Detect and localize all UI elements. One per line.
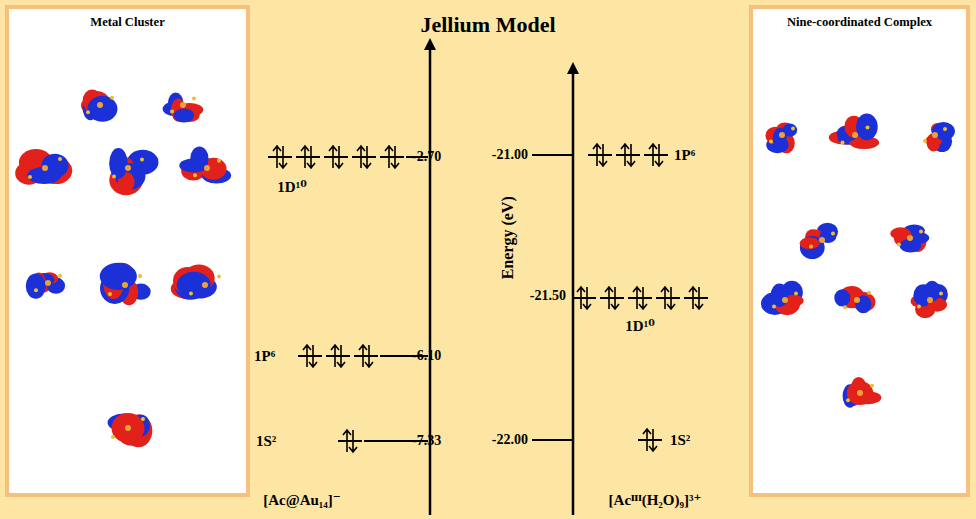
electron-pair bbox=[298, 345, 322, 367]
panel-heading: Nine-coordinated Complex bbox=[753, 9, 966, 30]
electron-pair bbox=[644, 144, 668, 166]
electron-pair bbox=[638, 429, 662, 451]
electron-pair bbox=[268, 146, 292, 168]
orbital-isosurface bbox=[163, 93, 204, 123]
energy-value: -7.33 bbox=[412, 433, 441, 448]
orbital-isosurface bbox=[890, 224, 929, 252]
energy-value: -6.10 bbox=[412, 348, 441, 363]
electron-pair bbox=[616, 144, 640, 166]
orbital-isosurface bbox=[179, 146, 231, 183]
electron-pair bbox=[684, 287, 708, 309]
level-label: 1S² bbox=[670, 432, 690, 449]
electron-pair bbox=[338, 430, 362, 452]
orbital-isosurface bbox=[843, 377, 882, 408]
electron-pair bbox=[588, 144, 612, 166]
axis-title: Energy (eV) bbox=[499, 196, 517, 279]
electron-pair bbox=[380, 146, 404, 168]
axis-arrowhead bbox=[424, 38, 436, 50]
orbital-isosurface bbox=[15, 149, 72, 185]
electron-pair bbox=[628, 287, 652, 309]
level-label: 1D¹⁰ bbox=[625, 318, 654, 335]
species-formula: [Acᴵᴵᴵ(H₂O)₉]³⁺ bbox=[609, 492, 702, 509]
level-tick bbox=[532, 439, 573, 441]
electron-pair bbox=[324, 146, 348, 168]
level-label: 1P⁶ bbox=[674, 147, 695, 164]
level-label: 1S² bbox=[256, 433, 276, 450]
axis-arrowhead bbox=[567, 62, 579, 74]
orbital-isosurface bbox=[81, 89, 117, 121]
energy-value: -2.70 bbox=[412, 149, 441, 164]
orbital-isosurface bbox=[765, 122, 797, 153]
electron-pair bbox=[600, 287, 624, 309]
electron-pair bbox=[656, 287, 680, 309]
panel-ground bbox=[749, 5, 970, 497]
orbital-isosurface bbox=[911, 281, 948, 318]
orbital-isosurface bbox=[109, 148, 158, 195]
species-formula: [Ac@Au₁₄]⁻ bbox=[263, 492, 341, 509]
orbital-isosurface bbox=[829, 113, 879, 149]
orbital-isosurface bbox=[761, 281, 804, 315]
orbital-isosurface bbox=[26, 272, 65, 299]
orbital-isosurface bbox=[923, 122, 955, 152]
electron-pair bbox=[352, 146, 376, 168]
figure-panel: Nine-coordinated Complex bbox=[749, 5, 970, 497]
energy-value: -21.00 bbox=[492, 147, 528, 162]
orbital-isosurface bbox=[108, 413, 153, 447]
level-label: 1P⁶ bbox=[254, 348, 275, 365]
orbital-isosurface bbox=[834, 286, 875, 313]
energy-value: -22.00 bbox=[492, 432, 528, 447]
electron-pair bbox=[354, 345, 378, 367]
figure-panel: Metal Cluster bbox=[5, 5, 250, 497]
electron-pair bbox=[572, 287, 596, 309]
level-label: 1D¹⁰ bbox=[277, 179, 306, 196]
energy-axis bbox=[572, 70, 575, 515]
diagram-title: Jellium Model bbox=[420, 12, 555, 38]
energy-value: -21.50 bbox=[530, 288, 566, 303]
orbital-isosurface bbox=[800, 223, 838, 259]
orbital-isosurface bbox=[100, 263, 151, 306]
electron-pair bbox=[296, 146, 320, 168]
electron-pair bbox=[326, 345, 350, 367]
panel-ground bbox=[5, 5, 250, 497]
orbital-isosurface bbox=[171, 265, 221, 300]
level-tick bbox=[532, 154, 573, 156]
panel-heading: Metal Cluster bbox=[9, 9, 246, 30]
